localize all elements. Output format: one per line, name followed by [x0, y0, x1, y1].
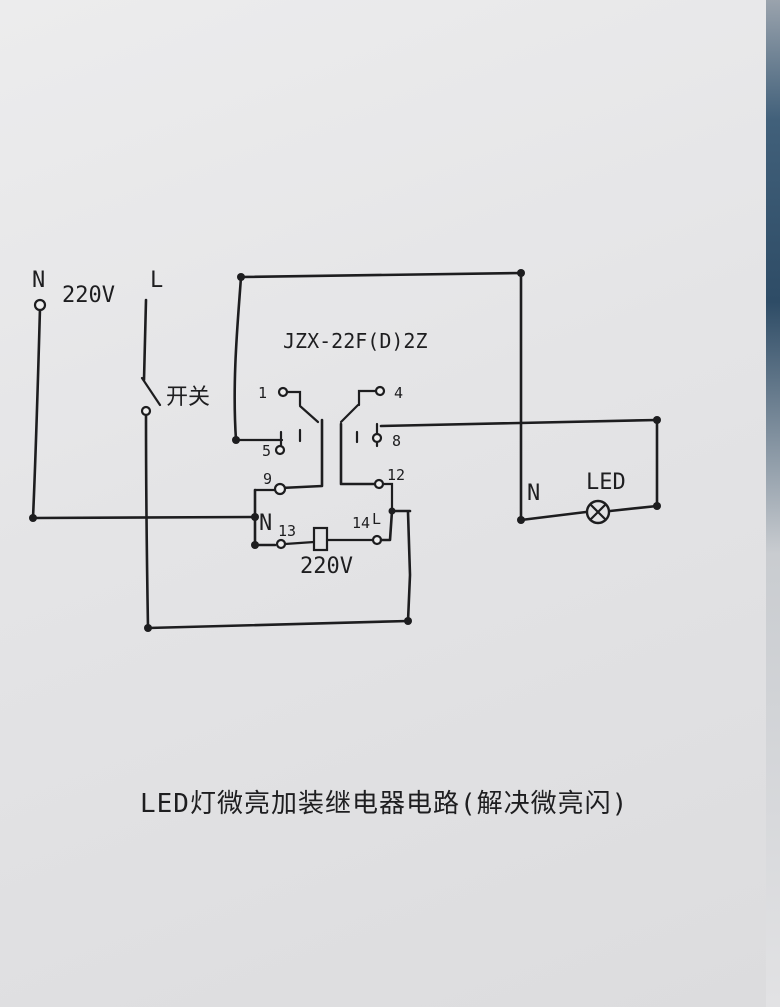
lamp-corner-dot	[653, 416, 661, 424]
diagram-caption: LED灯微亮加装继电器电路(解决微亮闪)	[140, 789, 628, 819]
common-left-to-pin9-wire	[279, 418, 324, 490]
pin5-label: 5	[262, 442, 271, 460]
pin4-label: 4	[394, 384, 403, 402]
lamp-return-dot	[653, 502, 661, 510]
load-neutral-wire	[519, 510, 588, 522]
pin14-label: 14	[352, 514, 370, 532]
common-contact-right	[339, 403, 360, 424]
base-live-label: L	[372, 510, 381, 528]
coil-voltage-label: 220V	[300, 554, 353, 579]
pin4-terminal	[374, 385, 386, 397]
neutral-junction-dot	[29, 514, 37, 522]
pin9-label: 9	[263, 470, 272, 488]
switch-blade	[140, 376, 162, 407]
load-neutral-dot	[517, 516, 525, 524]
live-supply-wire	[142, 298, 148, 382]
loop-corner-dot	[237, 273, 245, 281]
neutral-supply-wire	[31, 306, 257, 520]
common-right-to-pin12-wire	[339, 422, 380, 486]
pin12-label: 12	[387, 466, 405, 484]
pin12-line	[381, 482, 394, 513]
pin1-contact	[285, 390, 302, 407]
pin5-terminal	[274, 444, 286, 456]
led-label: LED	[586, 470, 626, 495]
common-contact-left	[298, 404, 320, 424]
switch-label: 开关	[166, 385, 210, 410]
pin9-terminal	[273, 482, 287, 496]
base-lower-dot	[251, 541, 259, 549]
load-neutral-label: N	[527, 481, 540, 506]
neutral-supply-terminal	[33, 298, 47, 312]
supply-live-label: L	[150, 268, 163, 293]
pin12-terminal	[373, 478, 385, 490]
coil-left-line	[283, 540, 316, 546]
base-n-dot	[251, 513, 259, 521]
supply-voltage-label: 220V	[62, 283, 115, 308]
supply-neutral-label: N	[32, 268, 45, 293]
led-lamp-icon	[585, 499, 611, 525]
pin1-label: 1	[258, 384, 267, 402]
pin8-terminal	[371, 432, 383, 444]
loop-corner-dot-right	[517, 269, 525, 277]
background-edge	[766, 0, 780, 1007]
live-corner-dot	[144, 624, 152, 632]
base-neutral-label: N	[259, 511, 272, 536]
live-corner-dot-right	[404, 617, 412, 625]
pin4-contact	[357, 389, 378, 407]
led-lamp-cross	[589, 503, 607, 521]
relay-coil	[312, 526, 329, 552]
pin8-label: 8	[392, 432, 401, 450]
pin1-terminal	[277, 386, 289, 398]
base-right-rail	[379, 509, 412, 542]
pin13-label: 13	[278, 522, 296, 540]
pin13-terminal	[275, 538, 287, 550]
base-l-dot	[388, 507, 396, 515]
relay-model-label: JZX-22F(D)2Z	[283, 329, 428, 353]
lamp-return-wire	[608, 504, 659, 513]
